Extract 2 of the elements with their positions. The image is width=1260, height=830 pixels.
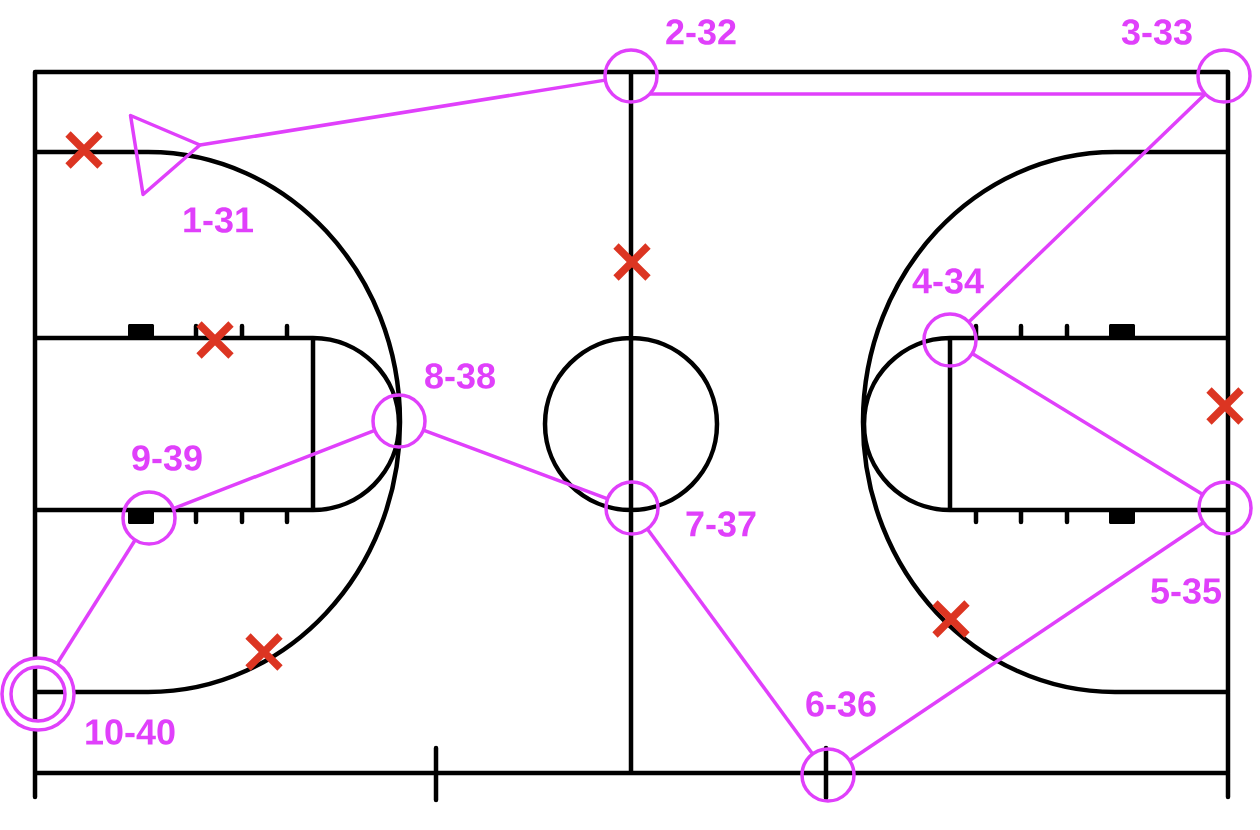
station-label: 3-33 xyxy=(1121,19,1192,45)
station-label: 2-32 xyxy=(666,19,736,45)
